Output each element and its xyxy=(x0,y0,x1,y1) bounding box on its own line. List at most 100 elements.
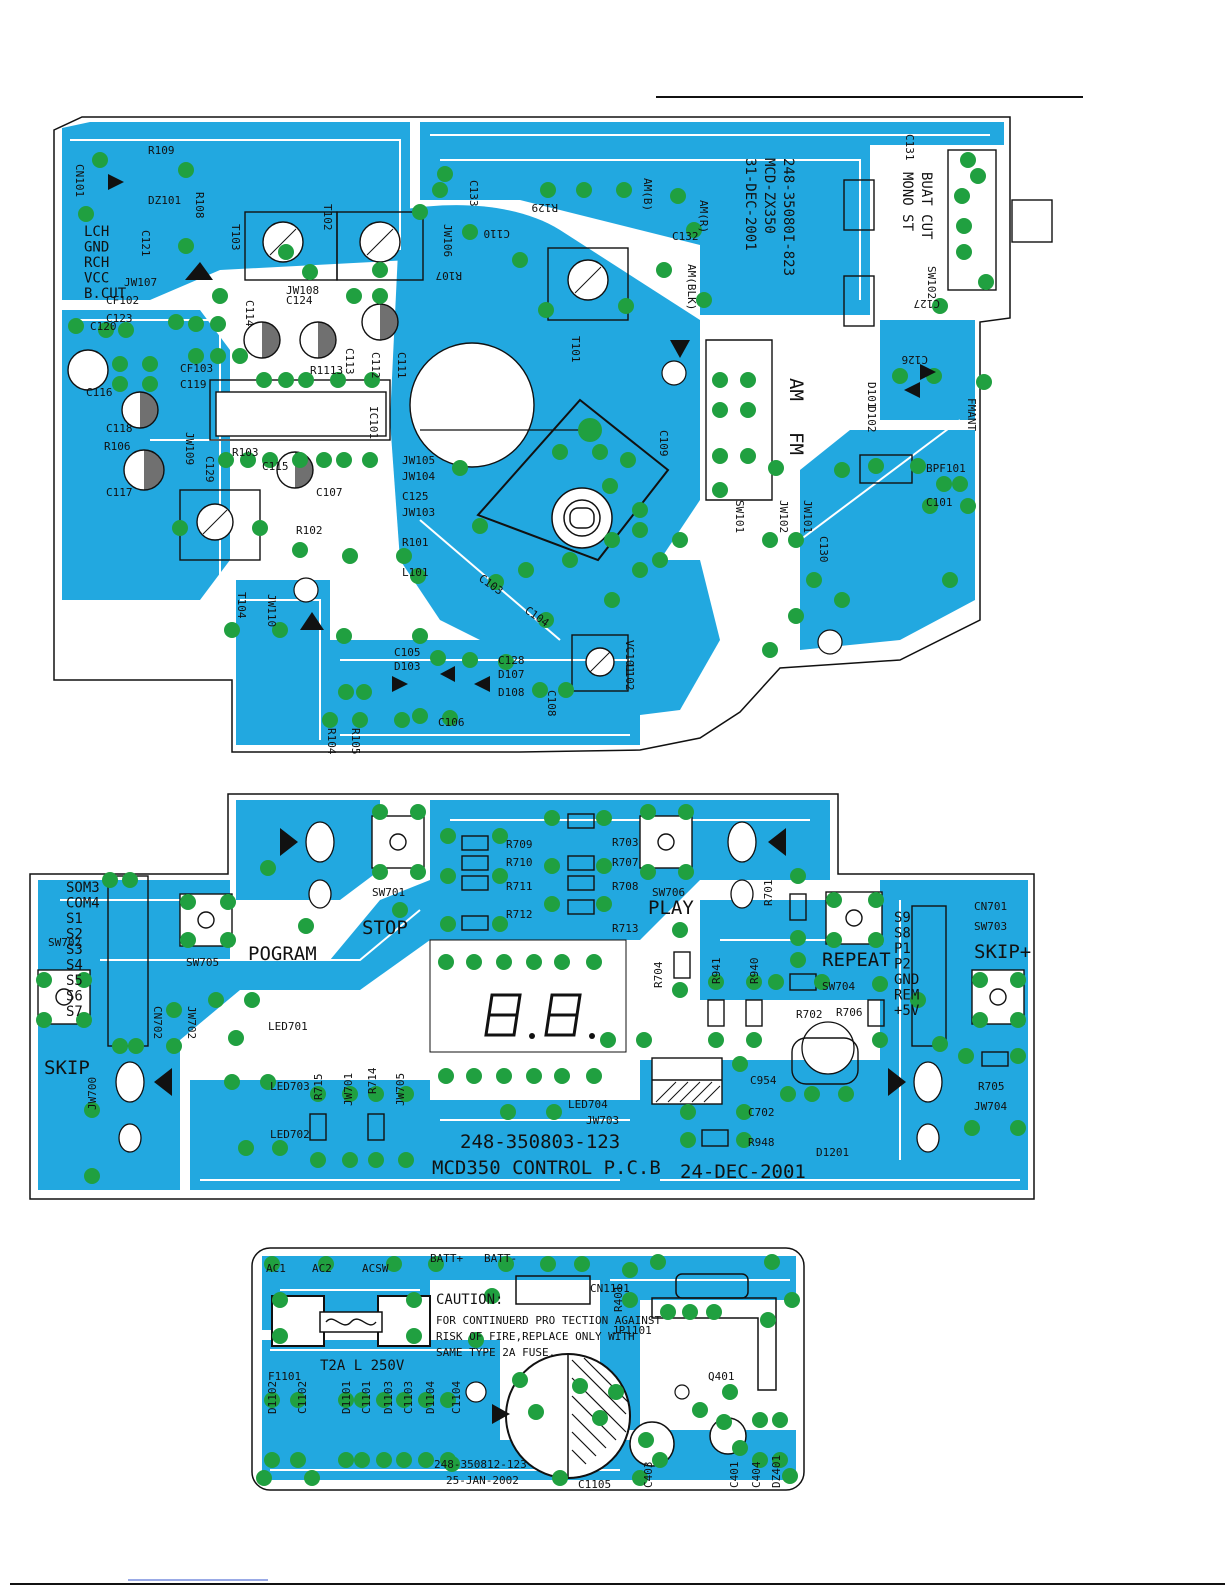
control-resistors xyxy=(309,813,1009,1147)
connector-pin-3: VCC xyxy=(84,271,109,287)
caution-line-1: FOR CONTINUERD PRO TECTION AGAINST xyxy=(436,1314,662,1327)
top-ref-r103: R103 xyxy=(232,446,259,459)
top-ref-fmant: FMANT xyxy=(965,398,978,431)
solder-pad xyxy=(352,712,368,728)
ctrl-ref-r714: R714 xyxy=(366,1067,379,1094)
solder-pad xyxy=(492,828,508,844)
top-ref-r108: R108 xyxy=(193,192,206,219)
solder-pad xyxy=(600,1032,616,1048)
solder-pad xyxy=(472,518,488,534)
top-ref-c101: C101 xyxy=(926,496,953,509)
top-ref-cn101: CN101 xyxy=(73,164,86,197)
solder-pad xyxy=(540,1256,556,1272)
control-board-labels: 248-350803-123 MCD350 CONTROL P.C.B 24-D… xyxy=(44,836,1031,1183)
solder-pad xyxy=(220,894,236,910)
left-pin-2: S1 xyxy=(66,911,83,927)
top-ref-c110: C110 xyxy=(484,227,511,240)
solder-pad xyxy=(410,864,426,880)
top-ref-r105: R105 xyxy=(349,728,362,755)
solder-pad xyxy=(372,804,388,820)
pwr-ref-d1104: D1104 xyxy=(424,1381,437,1414)
solder-pad xyxy=(212,288,228,304)
solder-pad xyxy=(868,932,884,948)
solder-pad xyxy=(76,1012,92,1028)
solder-pad xyxy=(468,1332,484,1348)
solder-pad xyxy=(396,548,412,564)
top-ref-r102: R102 xyxy=(296,524,323,537)
top-ref-c111: C111 xyxy=(395,352,408,379)
solder-pad xyxy=(386,1256,402,1272)
solder-pad xyxy=(398,1152,414,1168)
solder-pad xyxy=(538,302,554,318)
top-ref-c129: C129 xyxy=(203,456,216,483)
mount-holes xyxy=(115,821,943,1153)
solder-pad xyxy=(84,1102,100,1118)
ctrl-ref-jw702: JW702 xyxy=(185,1006,198,1039)
solder-pad xyxy=(604,532,620,548)
solder-pad xyxy=(960,152,976,168)
solder-pad xyxy=(706,1304,722,1320)
top-ref-jw108: JW108 xyxy=(286,284,319,297)
solder-pad xyxy=(752,1412,768,1428)
ctrl-ref-r711: R711 xyxy=(506,880,533,893)
solder-pad xyxy=(826,932,842,948)
solder-pad xyxy=(762,642,778,658)
ctrl-ref-r707: R707 xyxy=(612,856,639,869)
solder-pad xyxy=(322,712,338,728)
top-ref-jw103: JW103 xyxy=(402,506,435,519)
solder-pad xyxy=(910,458,926,474)
ctrl-ref-r948: R948 xyxy=(748,1136,775,1149)
solder-pad xyxy=(498,654,514,670)
solder-pad xyxy=(586,1068,602,1084)
solder-pad xyxy=(330,372,346,388)
solder-pad xyxy=(342,1152,358,1168)
pwr-ref-jp1101: JP1101 xyxy=(612,1324,652,1337)
top-ref-d101: D101 xyxy=(865,382,878,409)
solder-pad xyxy=(932,298,948,314)
top-ref-t104: T104 xyxy=(235,592,248,619)
ctrl-ref-led704: LED704 xyxy=(568,1098,608,1111)
solder-pad xyxy=(318,1256,334,1272)
ctrl-ref-sw705: SW705 xyxy=(186,956,219,969)
band-label-fm: FM xyxy=(785,432,807,455)
top-ref-r109: R109 xyxy=(148,144,175,157)
button-play: PLAY xyxy=(648,897,694,919)
pwr-ref-c1102: C1102 xyxy=(296,1381,309,1414)
top-ref-c131: C131 xyxy=(903,134,916,161)
top-ref-r107: R107 xyxy=(436,269,463,282)
solder-pad xyxy=(652,1452,668,1468)
solder-pad xyxy=(178,162,194,178)
top-ref-c108: C108 xyxy=(545,690,558,717)
solder-pad xyxy=(532,682,548,698)
solder-pad xyxy=(604,592,620,608)
solder-pad xyxy=(498,1256,514,1272)
solder-pad xyxy=(672,532,688,548)
top-ref-ic101: IC101 xyxy=(367,406,380,439)
solder-pad xyxy=(244,992,260,1008)
solder-pad xyxy=(544,896,560,912)
solder-pad xyxy=(36,972,52,988)
ctrl-ref-r715: R715 xyxy=(312,1074,325,1101)
solder-pad xyxy=(394,712,410,728)
control-board-pads xyxy=(36,804,1026,1184)
solder-pad xyxy=(764,1254,780,1270)
solder-pad xyxy=(410,804,426,820)
solder-pad xyxy=(336,452,352,468)
solder-pad xyxy=(922,498,938,514)
solder-pad xyxy=(412,628,428,644)
solder-pad xyxy=(166,1002,182,1018)
solder-pad xyxy=(1010,1012,1026,1028)
ctrl-ref-sw702: SW702 xyxy=(48,936,81,949)
top-ref-r106: R106 xyxy=(104,440,131,453)
solder-pad xyxy=(172,520,188,536)
solder-pad xyxy=(112,356,128,372)
solder-pad xyxy=(264,1392,280,1408)
solder-pad xyxy=(872,1032,888,1048)
solder-pad xyxy=(636,1032,652,1048)
caution-line-2: RISK OF FIRE,REPLACE ONLY WITH xyxy=(436,1330,635,1343)
ctrl-ref-r701: R701 xyxy=(762,880,775,907)
solder-pad xyxy=(166,1038,182,1054)
solder-pad xyxy=(338,1452,354,1468)
solder-pad xyxy=(576,182,592,198)
solder-pad xyxy=(112,376,128,392)
